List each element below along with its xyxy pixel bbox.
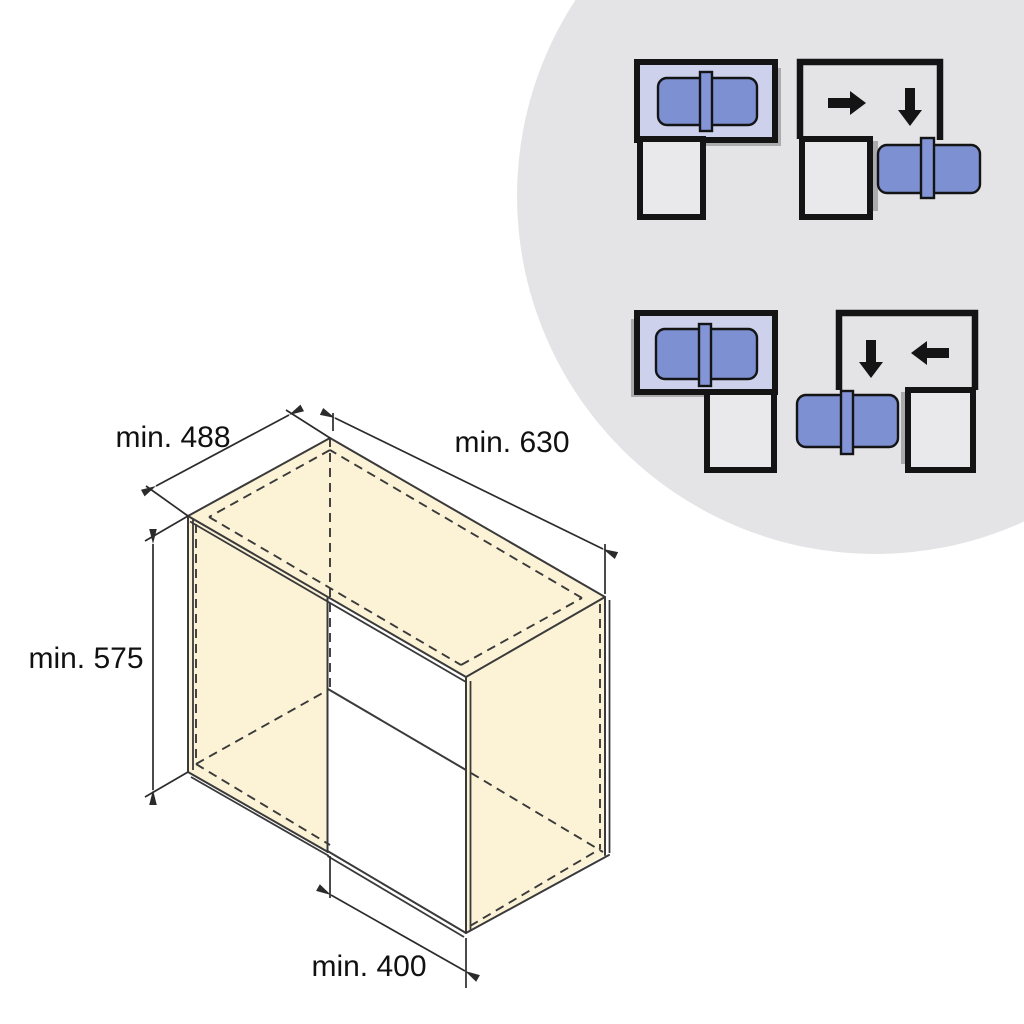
dimension-annotations: min. 488 min. 630 min. 575 min. 400 — [28, 404, 619, 988]
cabinet-left-face — [188, 516, 330, 852]
cabinet-isometric — [187, 437, 611, 938]
adjacent-cabinet-plan — [905, 387, 976, 473]
arrow-down-icon — [898, 88, 922, 126]
dimension-opening: min. 400 — [311, 856, 480, 988]
dimension-depth: min. 488 — [115, 404, 331, 517]
door-strip — [871, 141, 878, 211]
adjacent-cabinet-plan — [704, 389, 777, 473]
dimension-height: min. 575 — [28, 515, 189, 805]
config-diagram-bottom-right-open — [795, 309, 979, 473]
arrow-right-icon — [828, 91, 866, 115]
dimension-opening-label: min. 400 — [311, 950, 426, 983]
config-diagram-top-left-closed — [634, 59, 781, 220]
door-strip — [901, 392, 908, 464]
arrow-left-icon — [911, 341, 949, 365]
corner-unit-outline — [835, 309, 979, 390]
adjacent-cabinet-plan — [799, 136, 873, 220]
config-diagram-top-right-open — [796, 58, 982, 220]
dimension-depth-label: min. 488 — [115, 421, 230, 454]
pullout-rail — [698, 70, 714, 133]
corner-unit-outline — [796, 58, 944, 140]
dimension-width: min. 630 — [319, 407, 619, 594]
dimension-height-label: min. 575 — [28, 642, 143, 675]
pullout-rail — [919, 136, 936, 200]
front-opening — [327, 597, 466, 933]
pullout-rail — [697, 322, 713, 388]
dimension-width-label: min. 630 — [454, 426, 569, 459]
cabinet-right-face — [466, 597, 605, 933]
arrow-down-icon — [859, 340, 883, 378]
adjacent-cabinet-plan — [637, 136, 706, 220]
config-diagram-bottom-left-closed — [631, 310, 778, 473]
pullout-rail — [839, 389, 855, 456]
